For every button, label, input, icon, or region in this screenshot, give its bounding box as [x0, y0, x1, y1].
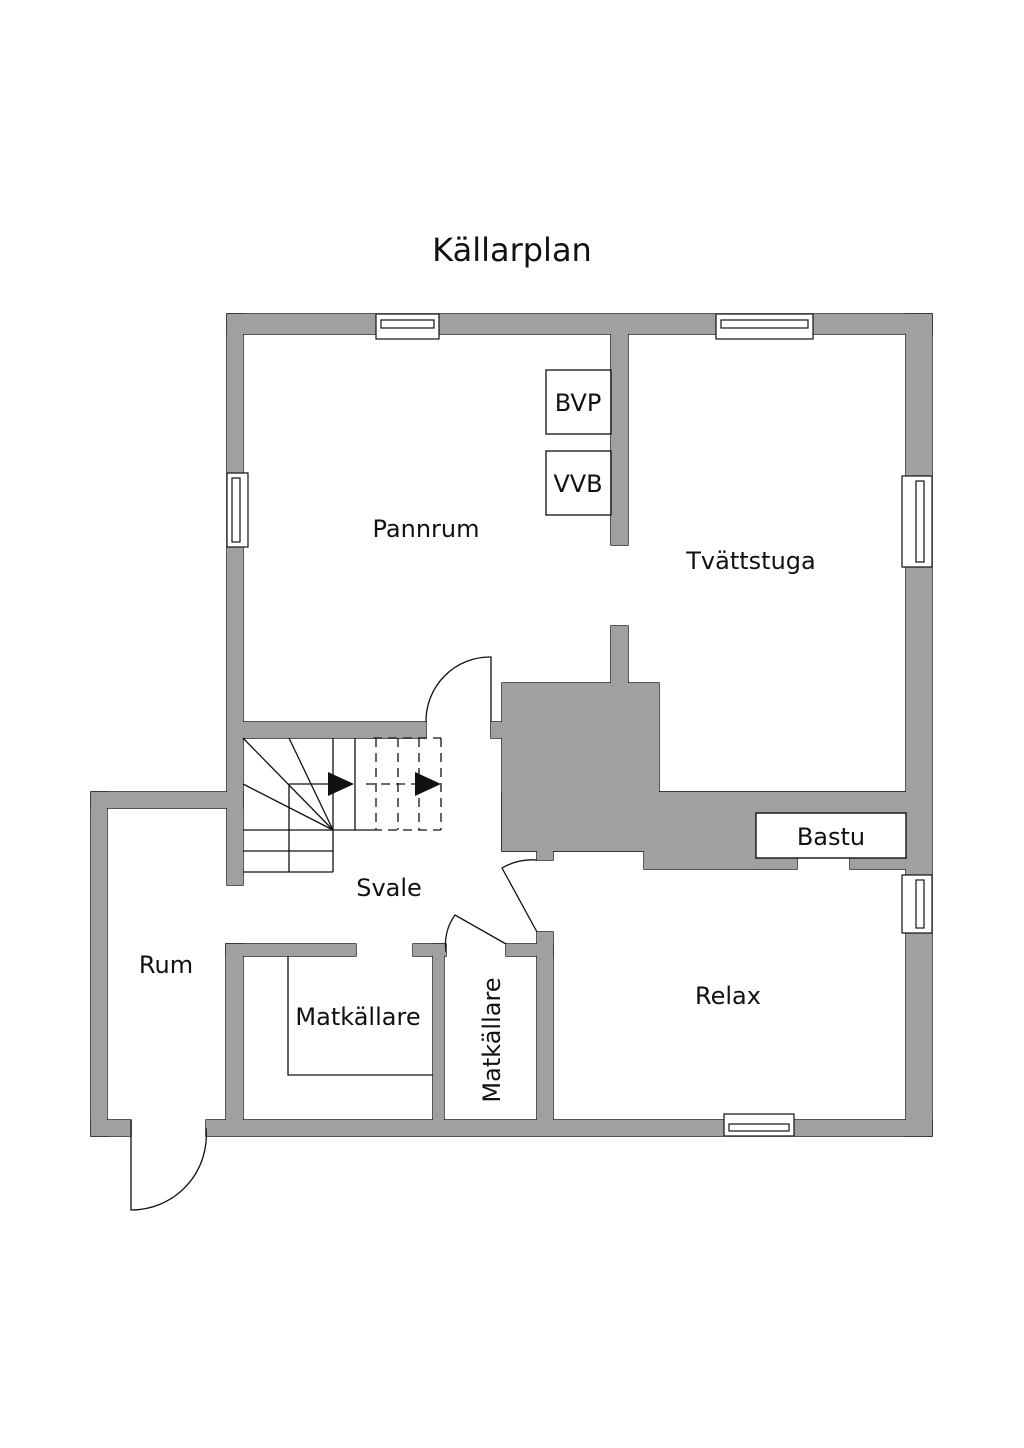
door-exterior — [130, 1120, 207, 1211]
bvp-unit — [545, 369, 612, 435]
windows — [226, 313, 933, 1137]
plan-title: Källarplan — [432, 231, 592, 269]
wall-segment — [91, 792, 243, 808]
room-pannrum: Pannrum — [373, 515, 480, 543]
window-top-left — [375, 313, 440, 340]
wall-segment — [611, 334, 628, 545]
bastu-box — [755, 812, 907, 859]
wall-segment — [227, 314, 243, 885]
stair-arrow-icon — [328, 772, 354, 796]
wall-segment — [537, 932, 553, 1120]
wall-segment — [644, 792, 906, 813]
wall-segment — [91, 792, 107, 1136]
window-right-lower — [901, 874, 933, 934]
room-matkallare-2: Matkällare — [478, 977, 506, 1102]
vvb-unit — [545, 450, 612, 516]
room-rum: Rum — [139, 951, 193, 979]
stair-treads — [242, 737, 373, 873]
room-relax: Relax — [695, 982, 761, 1010]
window-pane — [728, 1123, 790, 1132]
wall-segment — [243, 722, 426, 738]
window-right-upper — [901, 475, 933, 568]
window-left — [226, 472, 249, 548]
window-pane — [915, 480, 925, 563]
wall-segment — [644, 813, 756, 869]
wall-segment — [611, 626, 628, 686]
wall-segment — [491, 722, 502, 738]
wall-segment — [756, 858, 797, 869]
door-matkallare — [444, 914, 507, 953]
walls — [90, 313, 933, 1137]
vvb-label: VVB — [553, 470, 602, 498]
room-svale: Svale — [356, 874, 422, 902]
stair-arrow-icon — [415, 772, 441, 796]
wall-segment — [226, 944, 356, 956]
shelf — [287, 956, 433, 1076]
wall-segment — [91, 1120, 131, 1136]
wall-segment — [433, 944, 444, 1120]
bvp-label: BVP — [555, 389, 602, 417]
window-pane — [720, 319, 809, 329]
wall-segment — [226, 944, 243, 1120]
door-pannrum — [425, 656, 492, 723]
window-top-right — [715, 313, 814, 340]
room-matkallare-1: Matkällare — [295, 1003, 420, 1031]
doors — [130, 656, 538, 1211]
wall-segment — [537, 851, 553, 860]
staircase — [242, 737, 442, 873]
door-relax — [501, 859, 538, 933]
wall-segment — [206, 1120, 932, 1136]
room-tvattstuga: Tvättstuga — [685, 547, 815, 575]
window-pane — [380, 319, 435, 329]
wall-segment — [850, 858, 906, 869]
window-pane — [915, 879, 925, 929]
wall-segment — [906, 314, 932, 1136]
room-bastu: Bastu — [797, 823, 865, 851]
window-pane — [231, 477, 241, 543]
wall-segment — [227, 314, 932, 334]
window-bottom — [723, 1113, 795, 1137]
